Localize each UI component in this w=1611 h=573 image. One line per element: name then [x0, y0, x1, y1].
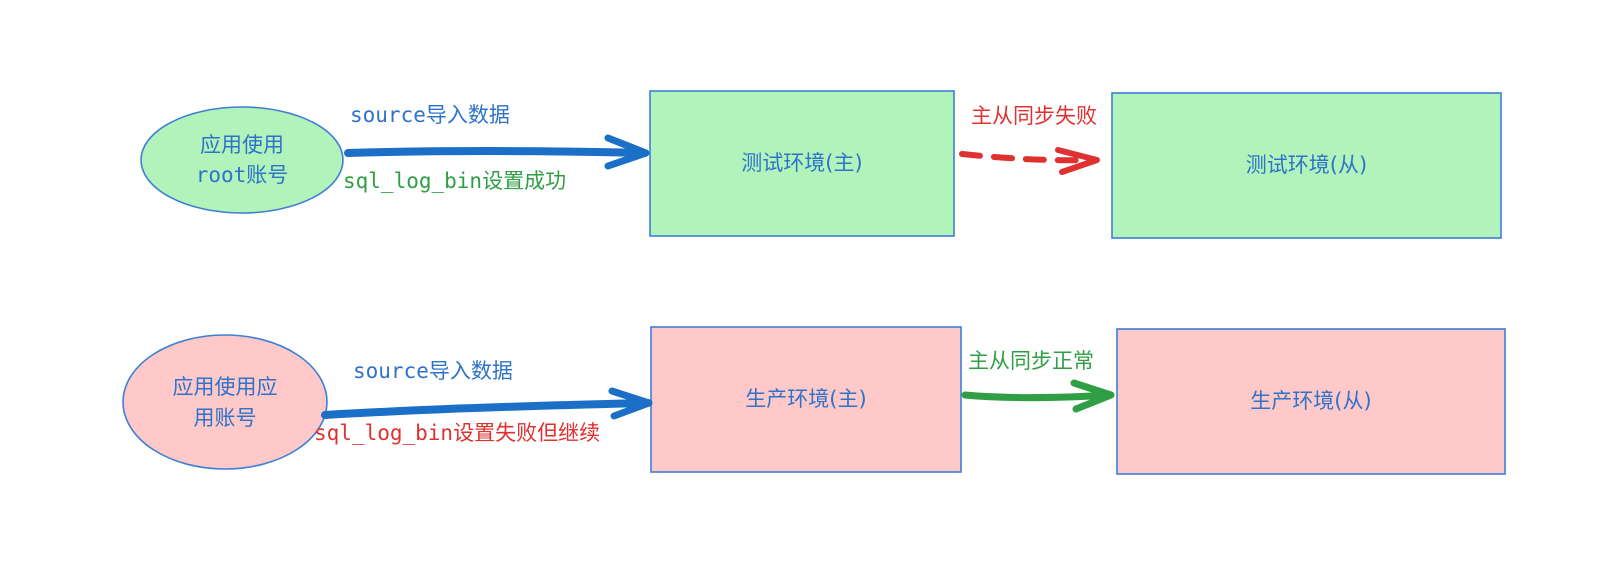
import-data-text: 导入数据: [425, 103, 510, 127]
root-keyword: root: [195, 163, 247, 187]
test-replication-failed-arrow: [959, 151, 1097, 164]
test-app-label: 应用使用 root账号: [146, 110, 338, 210]
prod-replication-arrowhead: [1070, 379, 1115, 413]
test-slave-label: 测试环境(从): [1245, 153, 1368, 178]
source-keyword: source: [353, 359, 429, 383]
set-failed-continue-text: 设置失败但继续: [453, 421, 601, 445]
sql-log-bin-keyword: sql_log_bin: [343, 169, 483, 193]
test-import-label: source导入数据: [350, 103, 510, 128]
prod-sql-log-bin-label: sql_log_bin设置失败但继续: [314, 421, 600, 446]
test-replication-arrowhead: [1055, 147, 1100, 175]
account-text: 账号: [246, 163, 289, 187]
prod-app-line2: 用账号: [193, 405, 257, 430]
prod-app-line1: 应用使用应: [172, 375, 278, 400]
prod-import-arrowhead: [608, 387, 653, 420]
test-app-line1: 应用使用: [200, 132, 284, 157]
test-app-line2: root账号: [196, 160, 289, 190]
prod-slave-label: 生产环境(从): [1250, 389, 1372, 414]
prod-import-label: source导入数据: [353, 359, 513, 384]
test-replication-failed-label: 主从同步失败: [971, 104, 1097, 128]
prod-master-label: 生产环境(主): [745, 387, 867, 412]
test-master-label: 测试环境(主): [741, 151, 863, 176]
prod-import-arrow: [321, 399, 652, 419]
source-keyword: source: [350, 103, 426, 127]
sql-log-bin-keyword: sql_log_bin: [314, 421, 454, 445]
prod-replication-ok-arrow: [961, 391, 1114, 402]
prod-master-box: [650, 326, 962, 473]
prod-replication-ok-label: 主从同步正常: [968, 349, 1094, 373]
test-import-arrow: [344, 147, 649, 157]
import-data-text: 导入数据: [428, 359, 513, 383]
set-success-text: 设置成功: [482, 169, 567, 193]
prod-app-label: 应用使用应 用账号: [135, 355, 315, 450]
prod-slave-box: [1116, 328, 1506, 475]
test-master-box: [649, 90, 955, 237]
test-slave-box: [1111, 92, 1502, 239]
test-sql-log-bin-label: sql_log_bin设置成功: [343, 169, 566, 194]
prod-app-ellipse: [122, 334, 328, 470]
test-import-arrowhead: [604, 134, 650, 170]
test-app-ellipse: [140, 106, 344, 214]
